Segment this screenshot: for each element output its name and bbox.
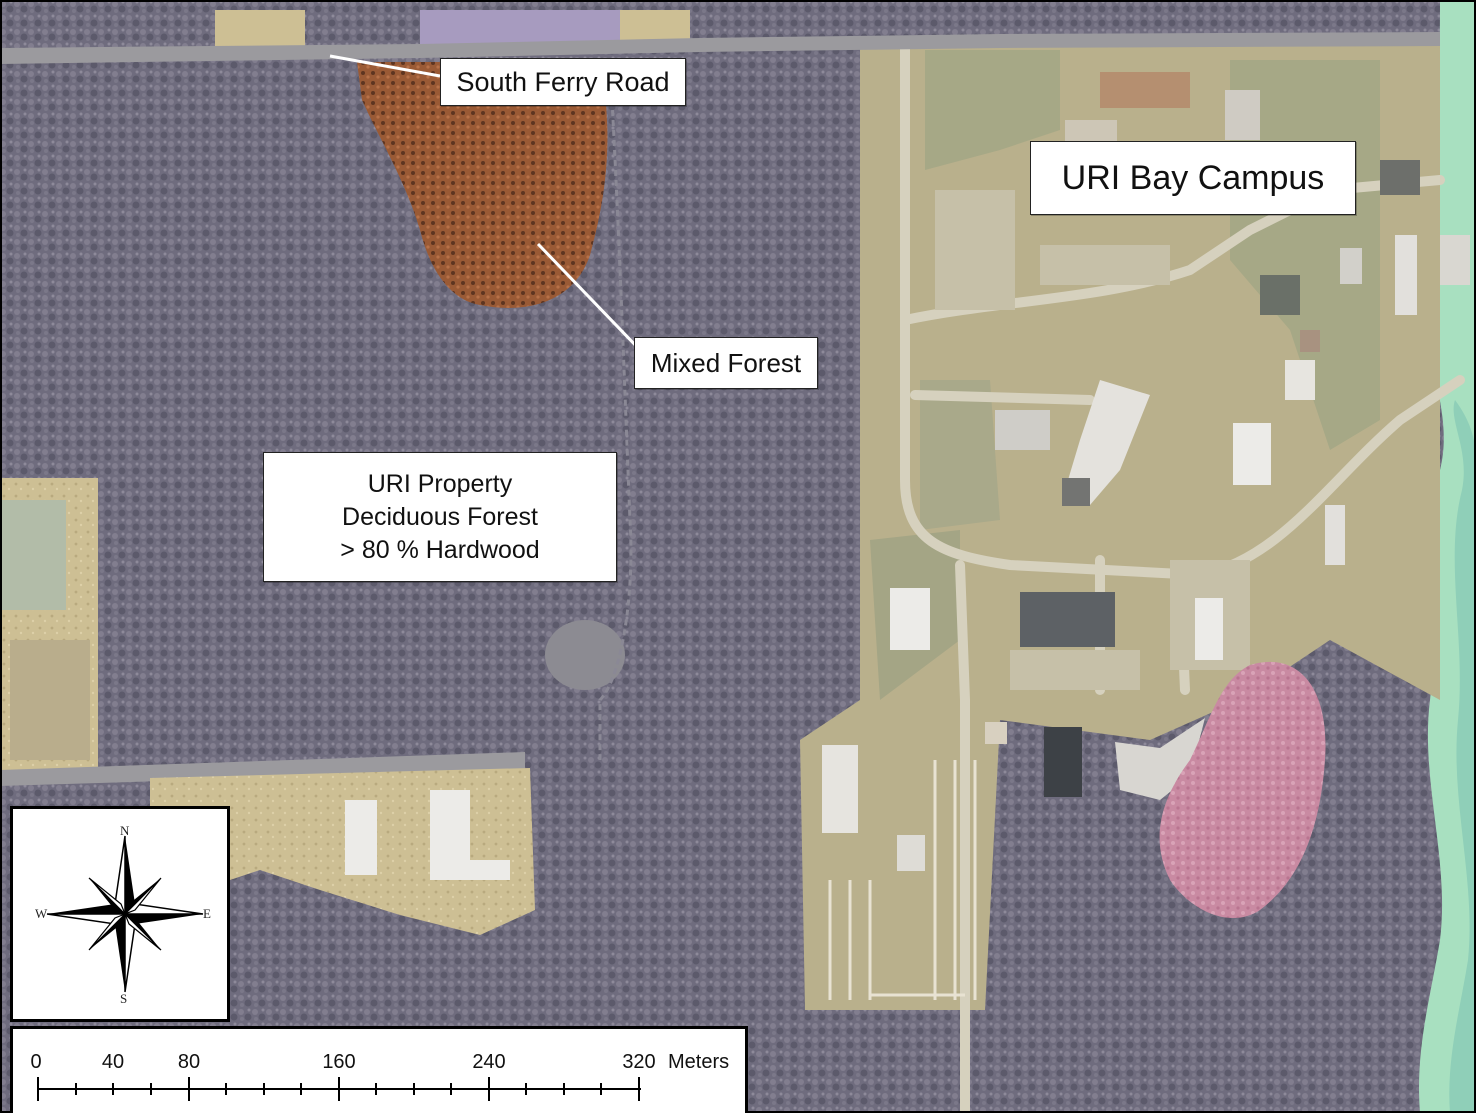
mixed-forest-area xyxy=(357,62,608,308)
compass-rose-icon xyxy=(46,835,204,993)
road-leader-line xyxy=(329,54,441,78)
scale-bar xyxy=(37,1077,641,1101)
water-area xyxy=(1449,400,1476,1113)
storage-yard xyxy=(828,760,977,1000)
scale-tick-label: 240 xyxy=(472,1051,506,1073)
scale-tick-label: 320 xyxy=(622,1051,656,1073)
west-parking xyxy=(10,640,90,760)
south-ferry-road-label: South Ferry Road xyxy=(440,58,686,106)
lower-access-road xyxy=(0,752,525,786)
north-arrow-box: N S E W xyxy=(10,806,230,1022)
south-ferry-road xyxy=(0,32,1440,64)
uri-property-line2: Deciduous Forest xyxy=(342,502,538,531)
mixed-forest-leader-line xyxy=(536,242,642,352)
compass-west-letter: W xyxy=(35,906,48,921)
campus-buildings xyxy=(822,72,1470,871)
south-building xyxy=(345,800,377,875)
uri-property-line1: URI Property xyxy=(367,469,513,498)
compass-south-letter: S xyxy=(120,991,128,1006)
compass-east-letter: E xyxy=(203,906,211,921)
campus-lawn xyxy=(925,50,1060,170)
uri-bay-campus-label: URI Bay Campus xyxy=(1030,141,1356,215)
scale-tick-label: 80 xyxy=(177,1051,201,1073)
mixed-forest-label: Mixed Forest xyxy=(634,337,818,389)
parking-lots xyxy=(935,190,1250,690)
scale-unit-label: Meters xyxy=(668,1051,730,1073)
scale-tick-label: 0 xyxy=(30,1051,42,1073)
south-building xyxy=(430,790,510,880)
forest-clearing xyxy=(545,620,625,690)
scale-bar-box: 0 40 80 160 240 320 Meters xyxy=(10,1026,748,1113)
uri-property-label: URI Property Deciduous Forest > 80 % Har… xyxy=(263,452,617,582)
scale-tick-label: 160 xyxy=(322,1051,356,1073)
wetland-area xyxy=(1159,661,1326,919)
scale-tick-label: 40 xyxy=(101,1051,125,1073)
forest-trail xyxy=(598,99,633,760)
uri-property-line3: > 80 % Hardwood xyxy=(340,535,540,564)
campus-lawn xyxy=(920,380,1000,530)
west-building xyxy=(0,500,66,610)
compass-north-letter: N xyxy=(120,823,130,838)
